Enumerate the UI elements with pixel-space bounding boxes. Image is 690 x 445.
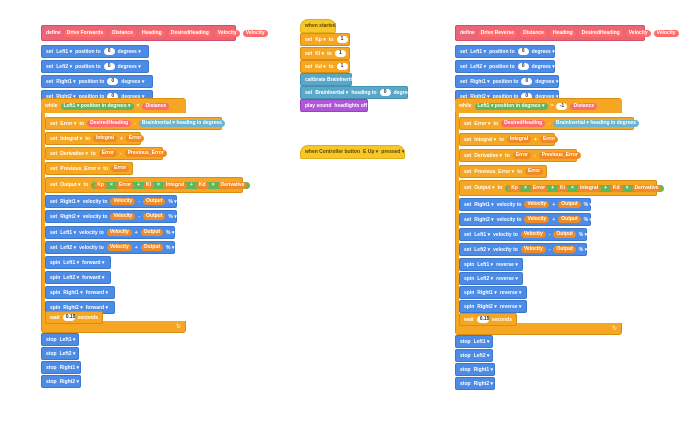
set-velocity-block[interactable]: set Left1 velocity to Velocity - Output … [459,228,587,241]
set-previous-error-block[interactable]: set Previous_Error to Error [459,165,547,178]
set-position-block[interactable]: set Left1 position to 0 degrees [455,45,555,58]
stop-block[interactable]: stop Right2 [41,375,81,388]
set-position-block[interactable]: set Left2 position to 0 degrees [41,60,149,73]
define-drive-forwards-block[interactable]: define Drive Forwards Distance Heading D… [41,25,268,41]
set-integral-block[interactable]: set Integral to Integral + Error [459,133,559,146]
set-velocity-block[interactable]: set Right2 velocity to Velocity + Output… [459,213,591,226]
spin-block[interactable]: spin Left1 forward [45,256,111,269]
spin-block[interactable]: spin Right1 forward [45,286,115,299]
set-error-block[interactable]: set Error to DesiredHeading - BrainInert… [459,117,639,130]
stop-block[interactable]: stop Left2 [455,349,493,362]
loop-arrow-icon: ↻ [176,324,182,330]
stop-block[interactable]: stop Right1 [455,363,495,376]
spin-block[interactable]: spin Left2 reverse [459,272,523,285]
set-output-block[interactable]: set Output to Kp × Error + Ki × Integral… [45,177,251,193]
loop-arrow-icon: ↻ [612,326,618,332]
set-kp-block[interactable]: set Kp to 1 [300,33,350,46]
set-position-block[interactable]: set Left1 position to 0 degrees [41,45,149,58]
set-velocity-block[interactable]: set Left1 velocity to Velocity + Output … [45,226,175,239]
stop-block[interactable]: stop Right2 [455,377,495,390]
spin-block[interactable]: spin Left1 reverse [459,258,523,271]
set-velocity-block[interactable]: set Left2 velocity to Velocity - Output … [459,243,587,256]
spin-block[interactable]: spin Right2 reverse [459,300,527,313]
stop-block[interactable]: stop Left1 [41,333,79,346]
stop-block[interactable]: stop Left1 [455,335,493,348]
set-previous-error-block[interactable]: set Previous_Error to Error [45,162,133,175]
define-drive-reverse-block[interactable]: define Drive Reverse Distance Heading De… [455,25,679,41]
set-integral-block[interactable]: set Integral to Integral + Error [45,132,145,145]
when-started-hat[interactable]: when started [300,19,336,33]
set-velocity-block[interactable]: set Left2 velocity to Velocity + Output … [45,241,175,254]
set-velocity-block[interactable]: set Right2 velocity to Velocity - Output… [45,210,177,223]
set-velocity-block[interactable]: set Right1 velocity to Velocity - Output… [45,195,177,208]
play-sound-block[interactable]: play sound headlights off [300,99,368,112]
wait-block[interactable]: wait 0.15 seconds [459,313,517,326]
stop-block[interactable]: stop Right1 [41,361,81,374]
set-position-block[interactable]: set Left2 position to 0 degrees [455,60,555,73]
set-output-block[interactable]: set Output to Kp × Error + Ki × Integral… [459,180,665,196]
set-error-block[interactable]: set Error to DesiredHeading - BrainInert… [45,117,225,130]
set-position-block[interactable]: set Right1 position to 0 degrees [455,75,559,88]
wait-block[interactable]: wait 0.15 seconds [45,311,103,324]
set-heading-block[interactable]: set BrainInertial heading to 0 degrees [300,86,413,99]
spin-block[interactable]: spin Left2 forward [45,271,111,284]
set-kd-block[interactable]: set Kd to 1 [300,60,350,73]
spin-block[interactable]: spin Right1 reverse [459,286,527,299]
while-condition[interactable]: while Left1 position in degrees < Distan… [41,99,186,113]
while-condition[interactable]: while Left1 position in degrees > -1 Dis… [455,99,622,113]
set-derivative-block[interactable]: set Derivative to Error - Previous_Error [459,149,581,162]
calibrate-block[interactable]: calibrate BrainInertial [300,73,356,86]
stop-block[interactable]: stop Left2 [41,347,79,360]
set-velocity-block[interactable]: set Right1 velocity to Velocity + Output… [459,198,591,211]
set-position-block[interactable]: set Right1 position to 0 degrees [41,75,153,88]
set-ki-block[interactable]: set Ki to 1 [300,47,350,60]
controller-button-hat[interactable]: when Controller button E Up pressed [300,145,405,159]
set-derivative-block[interactable]: set Derivative to Error - Previous_Error [45,147,167,160]
